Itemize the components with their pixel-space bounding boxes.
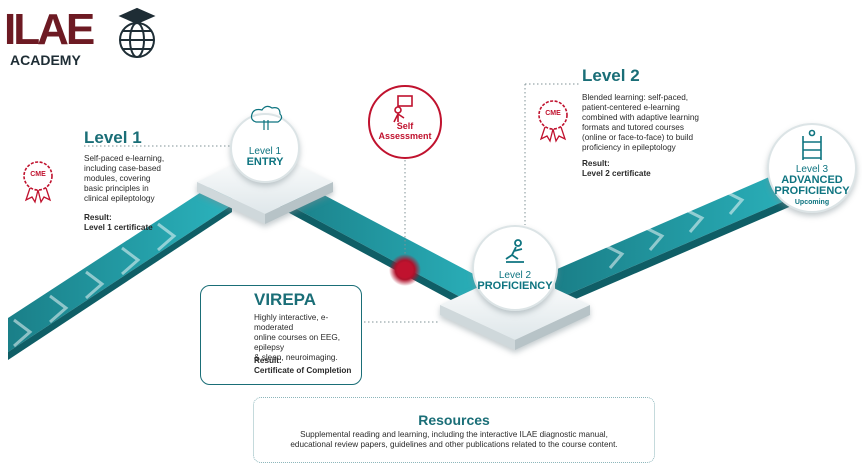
resources-description: Supplemental reading and learning, inclu… xyxy=(290,430,618,449)
self-assessment-circle xyxy=(368,85,442,159)
level1-description: Self-paced e-learning, including case-ba… xyxy=(84,154,165,232)
level2-description: Blended learning: self-paced, patient-ce… xyxy=(582,93,699,178)
node-entry-label: Level 1 ENTRY xyxy=(246,146,284,168)
resources-title: Resources xyxy=(418,412,490,428)
cme-label: CME xyxy=(30,171,46,178)
logo-subtitle: ACADEMY xyxy=(10,52,81,68)
cme-label: CME xyxy=(545,110,561,117)
node-entry-circle xyxy=(230,113,300,183)
self-assessment-label: Self Assessment xyxy=(378,121,432,141)
resources-card: Resources Supplemental reading and learn… xyxy=(253,397,655,463)
arrow-band-middle xyxy=(280,185,500,313)
virepa-heading: VIREPA xyxy=(254,290,317,309)
runner-icon xyxy=(505,239,524,263)
arrow-band-end xyxy=(555,168,810,308)
cme-ribbon-icon xyxy=(23,161,53,204)
arrow-band-start xyxy=(8,172,232,360)
cme-ribbon-icon xyxy=(538,100,568,143)
brain-icon xyxy=(250,105,283,130)
node-advanced-label: Level 3 ADVANCED PROFICIENCY Upcoming xyxy=(774,164,850,206)
node-advanced-circle xyxy=(767,123,857,213)
level1-heading: Level 1 xyxy=(84,128,142,147)
virepa-card: VIREPA Highly interactive, e-moderated o… xyxy=(200,285,362,385)
presenter-icon xyxy=(393,95,413,123)
logo-wordmark: ILAE xyxy=(4,5,95,54)
graduation-cap-globe-icon xyxy=(118,7,156,58)
climber-icon xyxy=(802,129,822,160)
level2-heading: Level 2 xyxy=(582,66,640,85)
node-proficiency-label: Level 2 PROFICIENCY xyxy=(477,270,553,292)
virepa-result: Result: Certificate of Completion xyxy=(254,356,352,375)
node-proficiency-circle xyxy=(472,225,558,311)
virepa-description: Highly interactive, e-moderated online c… xyxy=(254,313,341,362)
connector-lines xyxy=(84,83,580,323)
